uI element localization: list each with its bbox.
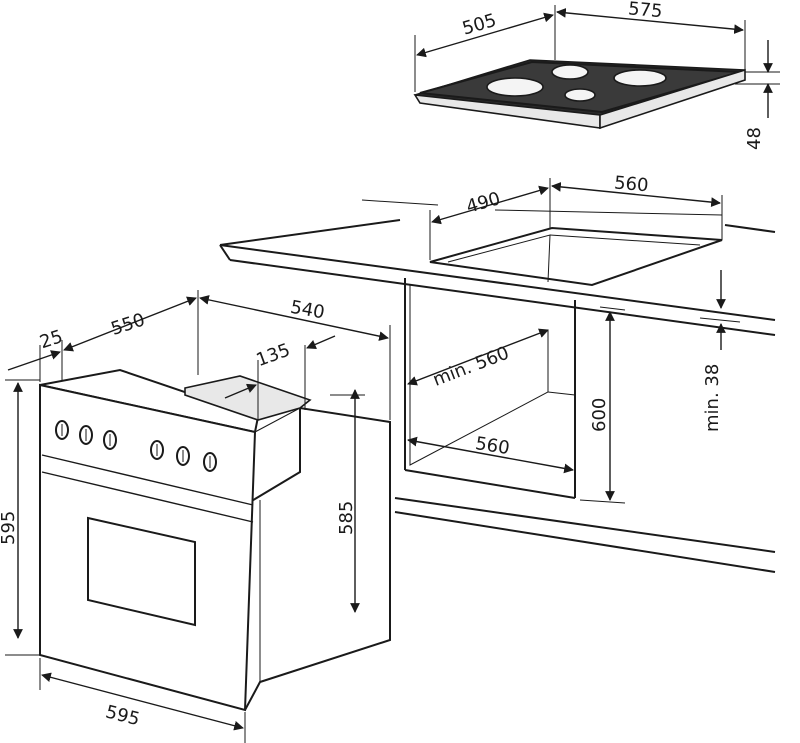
oven-body-height-label: 585 [336, 501, 357, 535]
oven [39, 368, 391, 712]
cutout-dimensions: 490 560 min. 38 [429, 172, 741, 432]
oven-width-label: 595 [103, 702, 141, 731]
niche-height-label: 600 [589, 398, 610, 432]
hob-height-label: 48 [744, 127, 765, 150]
oven-width-dimension-line [41, 672, 244, 731]
hob-zone-front-right [564, 88, 596, 102]
hob-zone-rear-right [613, 69, 667, 87]
cutout-width-dimension-line [551, 182, 721, 207]
oven-door-depth-label: 25 [37, 326, 65, 353]
oven-door-depth-dimension-line [7, 350, 61, 371]
oven-depth-dimension-line [63, 296, 197, 352]
oven-window [87, 516, 196, 627]
oven-panel-depth-label: 135 [253, 340, 292, 371]
hob-side-edge [599, 68, 746, 130]
counter-thickness-label: min. 38 [702, 364, 723, 432]
hob [413, 59, 746, 130]
oven-panel-depth-dimension-line [224, 383, 257, 399]
oven-body-side [244, 406, 391, 711]
cutout-depth-dimension-line [431, 185, 549, 225]
oven-height-label: 595 [0, 511, 19, 545]
hob-depth-label: 505 [460, 10, 499, 40]
hob-zone-front-left [486, 77, 544, 97]
cutout-width-label: 560 [613, 172, 649, 196]
countertop [219, 199, 776, 336]
niche-width-dimension-line [407, 436, 574, 474]
hob-width-dimension-line [556, 7, 744, 35]
niche-width-label: 560 [474, 433, 511, 459]
niche-depth-dimension-line [407, 328, 549, 386]
hob-width-label: 575 [627, 0, 663, 22]
niche-depth-label: min. 560 [430, 343, 512, 391]
hob-zone-rear-left [551, 64, 589, 80]
hob-depth-dimension-line [416, 12, 554, 58]
oven-knobs [55, 420, 217, 472]
oven-rear-depth-label: 540 [289, 297, 326, 324]
hob-dimensions: 505 575 48 [414, 0, 780, 150]
oven-rear-depth-dimension-line [199, 295, 389, 341]
cutout-depth-label: 490 [464, 188, 503, 218]
oven-depth-label: 550 [108, 309, 147, 340]
